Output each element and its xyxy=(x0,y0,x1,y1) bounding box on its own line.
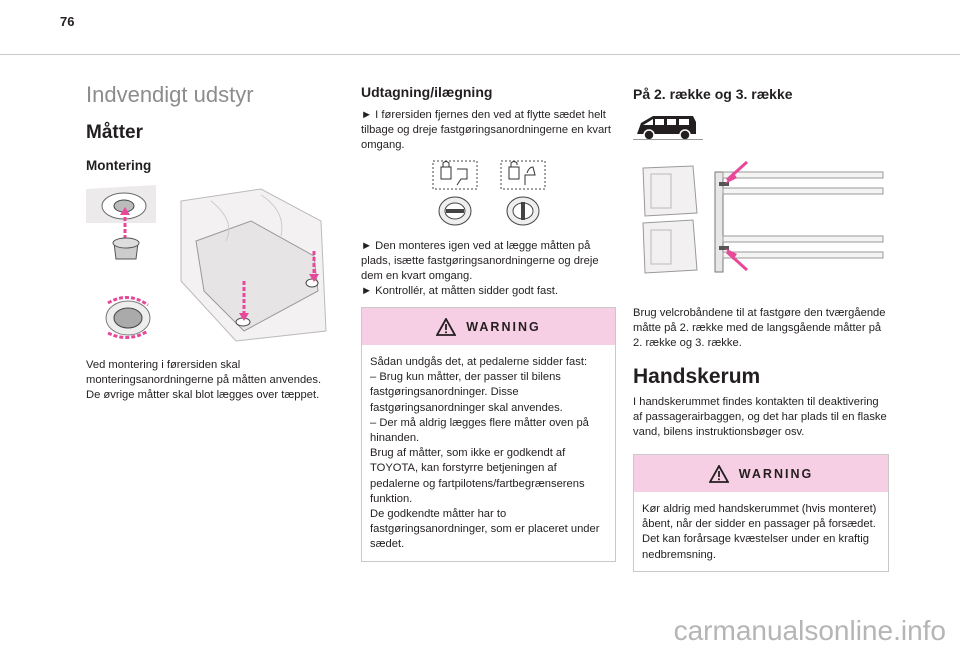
van-icon xyxy=(633,116,703,141)
warning-label: WARNING xyxy=(466,319,541,334)
rear-mats-illustration xyxy=(633,158,889,278)
warning-triangle-icon xyxy=(436,317,457,336)
warning-text: Kør aldrig med handskerummet (hvis monte… xyxy=(642,503,877,561)
section-title: Indvendigt udstyr xyxy=(86,82,254,107)
lock-unlock-illustration xyxy=(432,160,546,226)
removal-step-1: ► I førersiden fjernes den ved at flytte… xyxy=(361,109,612,151)
column-removal: Udtagning/ilægning ► I førersiden fjerne… xyxy=(361,82,616,562)
header-divider xyxy=(0,54,960,55)
warning-header: WARNING xyxy=(634,455,888,492)
page-number: 76 xyxy=(60,14,75,29)
watermark: carmanualsonline.info xyxy=(673,615,946,646)
heading-rows: På 2. række og 3. række xyxy=(633,86,793,102)
removal-step-2: ► Den monteres igen ved at lægge måtten … xyxy=(361,240,599,297)
column-rows: På 2. række og 3. række Brug velcrobånde… xyxy=(633,82,889,572)
warning-triangle-icon xyxy=(708,464,729,483)
subheading-mounting: Montering xyxy=(86,158,152,173)
warning-header: WARNING xyxy=(362,308,615,345)
warning-text: Sådan undgås det, at pedalerne sidder fa… xyxy=(370,356,600,551)
heading-removal: Udtagning/ilægning xyxy=(361,84,493,100)
warning-box-pedals: WARNING Sådan undgås det, at pedalerne s… xyxy=(361,307,616,562)
rows-paragraph: Brug velcrobåndene til at fastgøre den t… xyxy=(633,307,886,349)
heading-mats: Måtter xyxy=(86,122,144,143)
mounting-paragraph: Ved montering i førersiden skal monterin… xyxy=(86,359,322,401)
warning-box-glovebox: WARNING Kør aldrig med handskerummet (hv… xyxy=(633,454,889,572)
heading-glovebox: Handskerum xyxy=(633,365,761,388)
floor-mat-mounting-illustration xyxy=(86,185,327,342)
glovebox-paragraph: I handskerummet findes kontakten til dea… xyxy=(633,396,887,438)
warning-label: WARNING xyxy=(738,466,814,481)
column-mats: Indvendigt udstyr Måtter Montering Ved m… xyxy=(86,82,336,403)
